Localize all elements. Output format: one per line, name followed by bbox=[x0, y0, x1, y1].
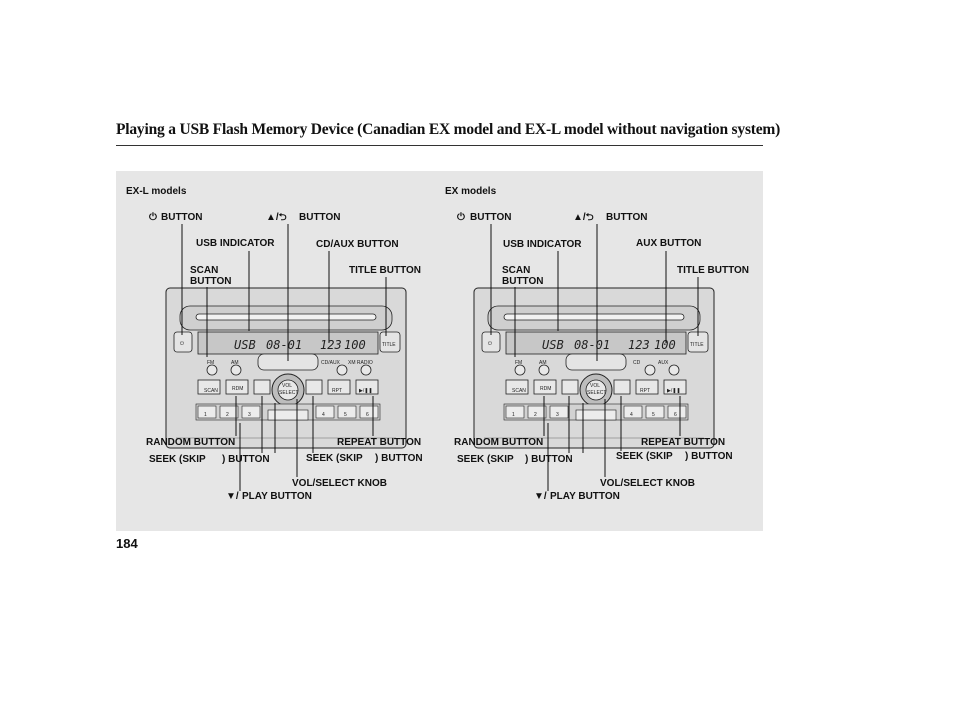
exl-preset-6: 6 bbox=[366, 412, 369, 418]
exl-scan-key-label: SCAN bbox=[204, 388, 218, 394]
exl-seek-left-label: SEEK (SKIP bbox=[149, 454, 206, 465]
ex-repeat-button-label: REPEAT BUTTON bbox=[641, 437, 725, 448]
exl-select-label: SELECT bbox=[279, 390, 298, 396]
ex-panel: EX models USB 08-01 123 100 ⏻ TITLE FM A… bbox=[445, 186, 749, 502]
ex-preset-6: 6 bbox=[674, 412, 677, 418]
ex-preset-1: 1 bbox=[512, 412, 515, 418]
ex-lcd-time: 100 bbox=[654, 338, 676, 352]
ex-scan-label-1: SCAN bbox=[502, 265, 530, 276]
ex-lcd-number: 123 bbox=[628, 338, 650, 352]
ex-fm-label: FM bbox=[515, 360, 522, 366]
radio-diagram: EX-L models USB 08-01 123 100 ⏻ TITLE FM… bbox=[126, 186, 749, 502]
exl-vol-select-knob-label: VOL/SELECT KNOB bbox=[292, 478, 387, 489]
ex-aux-button-label: AUX BUTTON bbox=[636, 238, 701, 249]
exl-vol-label: VOL bbox=[282, 383, 292, 389]
ex-lcd-track: 08-01 bbox=[574, 338, 610, 352]
ex-seek-left-tail: ) BUTTON bbox=[525, 454, 573, 465]
ex-eject-button-label: BUTTON bbox=[606, 212, 647, 223]
exl-am-label: AM bbox=[231, 360, 239, 366]
exl-eject-icon: ▲/⮌ bbox=[266, 212, 287, 223]
exl-cdaux-button-label: CD/AUX BUTTON bbox=[316, 239, 399, 250]
exl-power-key-icon: ⏻ bbox=[180, 341, 184, 347]
ex-play-icon: ▼/ bbox=[534, 491, 547, 502]
ex-power-icon: ⏻ bbox=[457, 211, 465, 223]
exl-title-key-label: TITLE bbox=[382, 342, 396, 348]
exl-play-icon: ▼/ bbox=[226, 491, 239, 502]
ex-rdm-key-label: RDM bbox=[540, 386, 551, 392]
ex-random-button-label: RANDOM BUTTON bbox=[454, 437, 543, 448]
ex-preset-3: 3 bbox=[556, 412, 559, 418]
exl-random-button-label: RANDOM BUTTON bbox=[146, 437, 235, 448]
exl-lcd-source: USB bbox=[234, 338, 256, 352]
exl-panel: EX-L models USB 08-01 123 100 ⏻ TITLE FM… bbox=[126, 186, 423, 502]
exl-scan-label-1: SCAN bbox=[190, 265, 218, 276]
exl-preset-5: 5 bbox=[344, 412, 347, 418]
ex-seek-right-tail: ) BUTTON bbox=[685, 451, 733, 462]
exl-lcd-time: 100 bbox=[344, 338, 366, 352]
ex-power-key-icon: ⏻ bbox=[488, 341, 492, 347]
exl-lcd-number: 123 bbox=[320, 338, 342, 352]
exl-preset-2: 2 bbox=[226, 412, 229, 418]
exl-radio-unit bbox=[165, 287, 407, 449]
exl-preset-3: 3 bbox=[248, 412, 251, 418]
exl-scan-label-2: BUTTON bbox=[190, 276, 231, 287]
exl-cd-label: CD/AUX bbox=[321, 360, 341, 366]
exl-preset-4: 4 bbox=[322, 412, 325, 418]
ex-vol-label: VOL bbox=[590, 383, 600, 389]
exl-fm-label: FM bbox=[207, 360, 214, 366]
exl-rdm-key-label: RDM bbox=[232, 386, 243, 392]
page-number: 184 bbox=[116, 536, 138, 551]
ex-aux-label: AUX bbox=[658, 360, 669, 366]
ex-vol-select-knob-label: VOL/SELECT KNOB bbox=[600, 478, 695, 489]
page-title: Playing a USB Flash Memory Device (Canad… bbox=[116, 121, 781, 138]
ex-seek-right-label: SEEK (SKIP bbox=[616, 451, 673, 462]
exl-lcd-track: 08-01 bbox=[266, 338, 302, 352]
ex-play-button-label: PLAY BUTTON bbox=[550, 491, 620, 502]
ex-rpt-key-label: RPT bbox=[640, 388, 650, 394]
ex-preset-4: 4 bbox=[630, 412, 633, 418]
exl-seek-left-tail: ) BUTTON bbox=[222, 454, 270, 465]
exl-seek-right-label: SEEK (SKIP bbox=[306, 453, 363, 464]
ex-play-pause-icon: ▶/❚❚ bbox=[667, 388, 681, 394]
exl-rpt-key-label: RPT bbox=[332, 388, 342, 394]
exl-power-button-label: BUTTON bbox=[161, 212, 202, 223]
radio-figure: EX-L models USB 08-01 123 100 ⏻ TITLE FM… bbox=[116, 171, 763, 531]
ex-title-key-label: TITLE bbox=[690, 342, 704, 348]
ex-preset-2: 2 bbox=[534, 412, 537, 418]
ex-power-button-label: BUTTON bbox=[470, 212, 511, 223]
exl-title-button-label: TITLE BUTTON bbox=[349, 265, 421, 276]
ex-radio-unit bbox=[473, 287, 715, 449]
ex-heading: EX models bbox=[445, 186, 497, 197]
ex-cd-label: CD bbox=[633, 360, 641, 366]
exl-preset-1: 1 bbox=[204, 412, 207, 418]
ex-eject-icon: ▲/⮌ bbox=[573, 212, 594, 223]
exl-usb-indicator-label: USB INDICATOR bbox=[196, 238, 275, 249]
title-rule bbox=[116, 145, 763, 146]
exl-extra-label: XM RADIO bbox=[348, 360, 373, 366]
ex-seek-left-label: SEEK (SKIP bbox=[457, 454, 514, 465]
exl-play-button-label: PLAY BUTTON bbox=[242, 491, 312, 502]
exl-repeat-button-label: REPEAT BUTTON bbox=[337, 437, 421, 448]
ex-scan-key-label: SCAN bbox=[512, 388, 526, 394]
ex-select-label: SELECT bbox=[587, 390, 606, 396]
ex-lcd-source: USB bbox=[542, 338, 564, 352]
exl-power-icon: ⏻ bbox=[149, 211, 157, 223]
exl-seek-right-tail: ) BUTTON bbox=[375, 453, 423, 464]
exl-eject-button-label: BUTTON bbox=[299, 212, 340, 223]
exl-play-pause-icon: ▶/❚❚ bbox=[359, 388, 373, 394]
ex-am-label: AM bbox=[539, 360, 547, 366]
ex-usb-indicator-label: USB INDICATOR bbox=[503, 239, 582, 250]
ex-scan-label-2: BUTTON bbox=[502, 276, 543, 287]
ex-preset-5: 5 bbox=[652, 412, 655, 418]
exl-heading: EX-L models bbox=[126, 186, 187, 197]
ex-title-button-label: TITLE BUTTON bbox=[677, 265, 749, 276]
